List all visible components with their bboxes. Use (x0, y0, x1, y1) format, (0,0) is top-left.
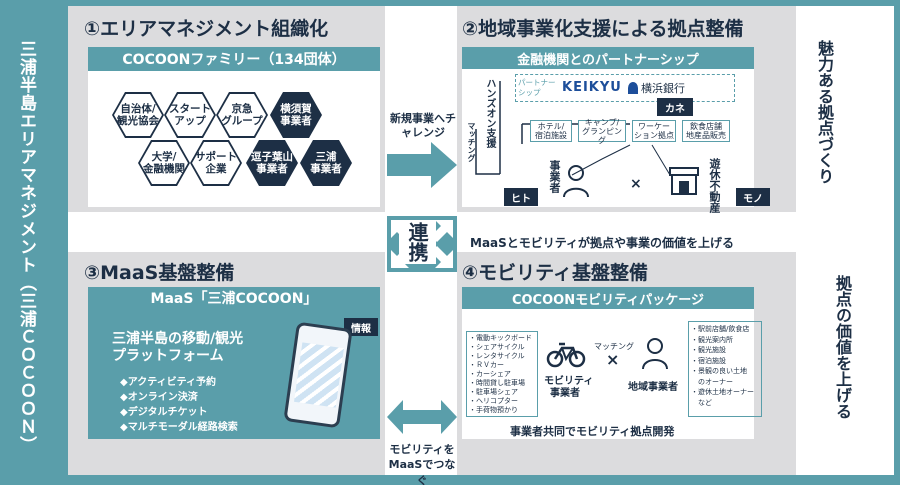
local-list-box (688, 321, 762, 417)
local-item: ・遊休土地オーナー (691, 388, 754, 396)
section3-main-2: プラットフォーム (112, 348, 224, 364)
keikyu-logo: KEIKYU (562, 80, 622, 95)
arrow-bottom-text-2: MaaSでつなぐ (388, 458, 456, 485)
mobility-item: ・電動キックボード (469, 334, 532, 342)
mobility-list: ・電動キックボード ・シェアサイクル ・レンタサイクル ・ＲＶカー ・カーシェア… (469, 334, 532, 415)
section3-title: ③MaaS基盤整備 (84, 262, 235, 284)
matching-label-4: マッチング (594, 342, 634, 351)
bicycle-icon (546, 342, 586, 368)
person-icon-4 (642, 338, 668, 370)
arrow-mid-text: MaaSとモビリティが拠点や事業の価値を上げる (470, 236, 735, 250)
box-workation: ワーケーション拠点 (632, 120, 676, 142)
mobility-operator-2: 事業者 (550, 388, 580, 399)
section1-title: ①エリアマネジメント組織化 (84, 18, 329, 40)
local-item: のオーナー (691, 377, 733, 386)
mobility-item: ・ＲＶカー (469, 361, 504, 369)
feature-1: ◆アクティビティ予約 (120, 377, 216, 388)
person-icon (563, 165, 589, 198)
left-title-strip (0, 0, 62, 485)
shop-icon (669, 167, 699, 195)
tag-kane: カネ (657, 98, 693, 116)
feature-2: ◆オンライン決済 (120, 392, 198, 403)
local-list: ・駅前店舗/飲食店 ・観光案内所 ・観光施設 ・宿泊施設 ・景観の良い土地 のオ… (691, 324, 754, 408)
section2-title: ②地域事業化支援による拠点整備 (462, 18, 744, 40)
bank-logo-icon (628, 82, 638, 94)
arrow-top-text: 新規事業へチャレンジ (390, 112, 456, 139)
arrow-both-icon (387, 400, 457, 434)
arrow-right-icon (387, 142, 457, 188)
local-item: ・観光施設 (691, 346, 726, 354)
renkei-label: 連携 (399, 220, 436, 264)
box-restaurant: 飲食店舗地産品販売 (682, 120, 730, 142)
feature-3: ◆デジタルチケット (120, 407, 208, 418)
mobility-list-box (466, 331, 538, 417)
mobility-item: ・手荷物預かり (469, 406, 518, 414)
left-title: 三浦半島エリアマネジメント（三浦ＣＯＣＯＯＮ） (16, 40, 36, 454)
hands-on-label: ハンズオン支援 (484, 78, 495, 148)
section2-bar: 金融機関とのパートナーシップ (462, 47, 754, 69)
jigyosha-label: 事業者 (548, 160, 561, 193)
tag-info: 情報 (344, 318, 378, 336)
yukyu-label: 遊休不動産 (708, 158, 721, 213)
local-item: ・観光案内所 (691, 335, 733, 344)
local-operator-label: 地域事業者 (628, 382, 678, 393)
mobility-item: ・レンタサイクル (469, 352, 525, 360)
section1-body (88, 71, 380, 207)
section4-body (462, 309, 754, 439)
local-item: ・宿泊施設 (691, 356, 726, 365)
mobility-item: ・カーシェア (469, 370, 511, 378)
section4-bar: COCOONモビリティパッケージ (462, 287, 754, 309)
local-item: ・景観の良い土地 (691, 367, 747, 375)
hex-university: 大学/金融機関 (138, 140, 190, 186)
hex-support: サポート企業 (190, 140, 242, 186)
box-hotel: ホテル/宿泊施設 (530, 120, 572, 142)
local-item: ・駅前店舗/飲食店 (691, 325, 750, 333)
times-sign-2: × (630, 176, 642, 192)
section3-bar: MaaS「三浦COCOON」 (88, 287, 380, 309)
mobility-operator-1: モビリティ (544, 376, 594, 387)
mobility-item: ・時間貸し駐車場 (469, 379, 525, 387)
partnership-label: パートナーシップ (518, 78, 556, 97)
feature-4: ◆マルチモーダル経路検索 (120, 422, 238, 433)
right-label-area (796, 6, 894, 475)
hex-keikyu-group: 京急グループ (216, 92, 268, 138)
section3-main-1: 三浦半島の移動/観光 (112, 331, 244, 347)
bank-name: 横浜銀行 (641, 82, 685, 95)
mobility-item: ・ヘリコプター (469, 397, 518, 405)
tag-mono: モノ (736, 188, 770, 206)
hex-local-gov: 自治体/観光協会 (112, 92, 164, 138)
arrow-bottom-text-1: モビリティを (389, 443, 455, 456)
smartphone-screen (294, 342, 344, 408)
mobility-item: ・駐車場シェア (469, 388, 518, 396)
right-top-label: 魅力ある拠点づくり (815, 40, 834, 184)
section4-footer: 事業者共同でモビリティ拠点開発 (510, 425, 675, 438)
hex-startup: スタートアップ (164, 92, 216, 138)
section1-bar: COCOONファミリー（134団体） (88, 47, 380, 71)
local-item: など (691, 398, 712, 407)
times-sign-4: × (606, 350, 620, 369)
section4-title: ④モビリティ基盤整備 (462, 262, 648, 284)
matching-label-2: マッチング (467, 122, 476, 162)
mobility-item: ・シェアサイクル (469, 343, 525, 351)
tag-hito: ヒト (504, 188, 538, 206)
box-camp: キャンプ/グランピング (578, 118, 626, 145)
right-bottom-label: 拠点の価値を上げる (833, 275, 852, 419)
partnership-box (515, 74, 735, 102)
